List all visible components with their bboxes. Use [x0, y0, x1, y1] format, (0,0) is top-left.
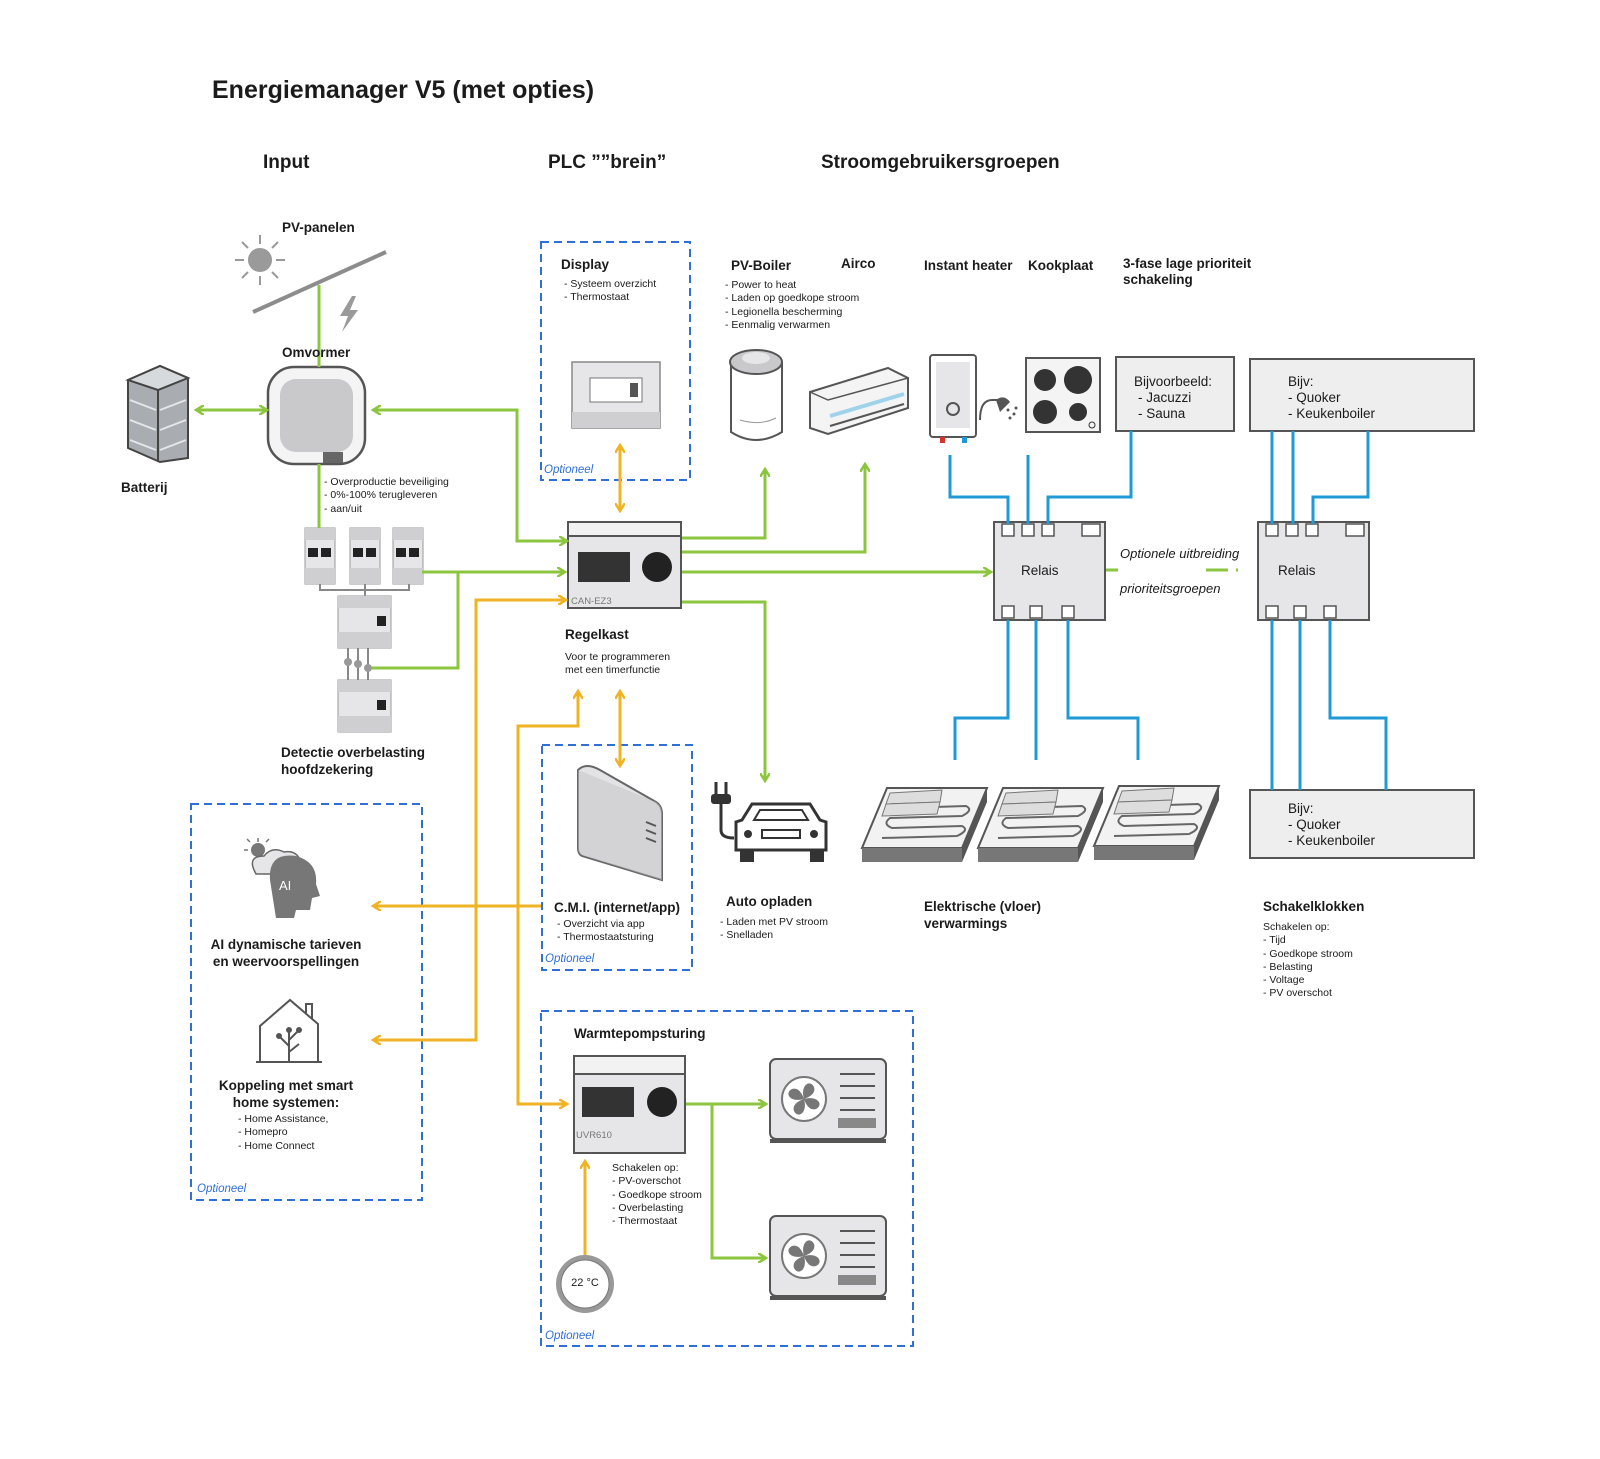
regelkast-desc: Voor te programmeren met een timerfuncti… [565, 651, 671, 677]
floor-heating-title: Elektrische (vloer) verwarmings [924, 899, 1042, 931]
quoker-bottom-text: Bijv: - Quoker - Keukenboiler [1288, 801, 1376, 848]
column-consumers-heading: Stroomgebruikersgroepen [821, 152, 1060, 173]
pv-boiler-title: PV-Boiler [731, 258, 792, 273]
quoker-box-top [1249, 358, 1475, 432]
smart-home-title: Koppeling met smart home systemen: [218, 1078, 354, 1110]
heatpump-switch: Schakelen op: - PV-overschot - Goedkope … [612, 1162, 702, 1228]
pv-panels-label: PV-panelen [282, 220, 355, 235]
instant-heater-title: Instant heater [924, 258, 1013, 273]
page-title: Energiemanager V5 (met opties) [212, 76, 595, 104]
instant-heater-icon [929, 354, 977, 443]
battery-label: Batterij [121, 480, 168, 495]
display-title: Display [561, 257, 610, 272]
smart-home-items: - Home Assistance, - Homepro - Home Conn… [238, 1113, 329, 1152]
airco-icon [809, 366, 909, 436]
smart-home-icon [256, 998, 322, 1063]
ai-badge: AI [279, 878, 292, 893]
regelkast-device [567, 521, 682, 609]
heatpump-unit-icon [769, 1058, 887, 1143]
cmi-optional-label: Optioneel [545, 953, 595, 965]
ai-head-icon [244, 838, 320, 918]
heatpump-optional-box [540, 1010, 914, 1347]
uvr610-device [573, 1055, 686, 1154]
cmi-title: C.M.I. (internet/app) [554, 900, 680, 915]
main-fuse-icon [337, 595, 392, 733]
wiring-lines [948, 431, 1388, 790]
heatpump-title: Warmtepompsturing [574, 1026, 706, 1041]
data-lines [374, 446, 620, 1255]
solar-panel-icon [252, 250, 387, 314]
battery-icon [125, 364, 191, 464]
relay-1-device [993, 521, 1106, 621]
heatpump-unit-icon [769, 1215, 887, 1300]
floor-heating-icon [1093, 785, 1220, 861]
floor-heating-icon [861, 787, 988, 863]
quoker-box-bottom [1249, 789, 1475, 859]
display-items: - Systeem overzicht - Thermostaat [564, 278, 657, 304]
thermostat-readout: 22 °C [571, 1277, 599, 1289]
relay-1-label: Relais [1021, 563, 1059, 578]
overload-label: Detectie overbelasting hoofdzekering [281, 745, 426, 777]
priority-groups-label: prioriteitsgroepen [1120, 581, 1221, 596]
clocks-items: Schakelen op: - Tijd - Goedkope stroom -… [1263, 921, 1353, 1000]
regelkast-title: Regelkast [565, 627, 629, 642]
options-optional-label: Optioneel [197, 1183, 247, 1195]
cooktop-icon [1025, 357, 1101, 433]
column-input-heading: Input [263, 152, 310, 173]
pv-boiler-icon [729, 349, 783, 441]
breaker-row-icon [304, 527, 424, 596]
quoker-top-text: Bijv: - Quoker - Keukenboiler [1288, 374, 1376, 421]
thermostat-icon [556, 1255, 614, 1313]
car-items: - Laden met PV stroom - Snelladen [720, 916, 828, 942]
shower-icon [979, 397, 1018, 421]
uvr610-model: UVR610 [576, 1130, 612, 1141]
inverter-icon [266, 365, 367, 466]
airco-title: Airco [841, 256, 876, 271]
car-title: Auto opladen [726, 894, 813, 909]
heatpump-optional-label: Optioneel [545, 1330, 595, 1342]
lightning-icon [340, 296, 358, 332]
relay-2-device [1257, 521, 1370, 621]
display-device-icon [571, 361, 661, 429]
floor-heating-icon [977, 787, 1104, 863]
cmi-device-icon [577, 765, 663, 882]
pv-boiler-items: - Power to heat - Laden op goedkope stro… [725, 279, 860, 331]
sun-icon [235, 235, 285, 285]
inverter-notes: - Overproductie beveiliging - 0%-100% te… [324, 476, 449, 515]
car-charging-icon [711, 782, 828, 862]
example-box-text: Bijvoorbeeld: - Jacuzzi - Sauna [1134, 374, 1213, 421]
kookplaat-title: Kookplaat [1028, 258, 1094, 273]
cmi-items: - Overzicht via app - Thermostaatsturing [557, 918, 654, 944]
column-plc-heading: PLC ””brein” [548, 152, 667, 173]
regelkast-model: CAN-EZ3 [571, 596, 612, 607]
inverter-label: Omvormer [282, 345, 351, 360]
clocks-title: Schakelklokken [1263, 899, 1365, 914]
example-box [1115, 356, 1235, 432]
extension-label: Optionele uitbreiding [1120, 546, 1240, 561]
relay-2-label: Relais [1278, 563, 1316, 578]
display-optional-label: Optioneel [544, 464, 594, 476]
threephase-title: 3-fase lage prioriteit schakeling [1123, 256, 1252, 287]
ai-title: AI dynamische tarieven en weervoorspelli… [210, 937, 362, 969]
